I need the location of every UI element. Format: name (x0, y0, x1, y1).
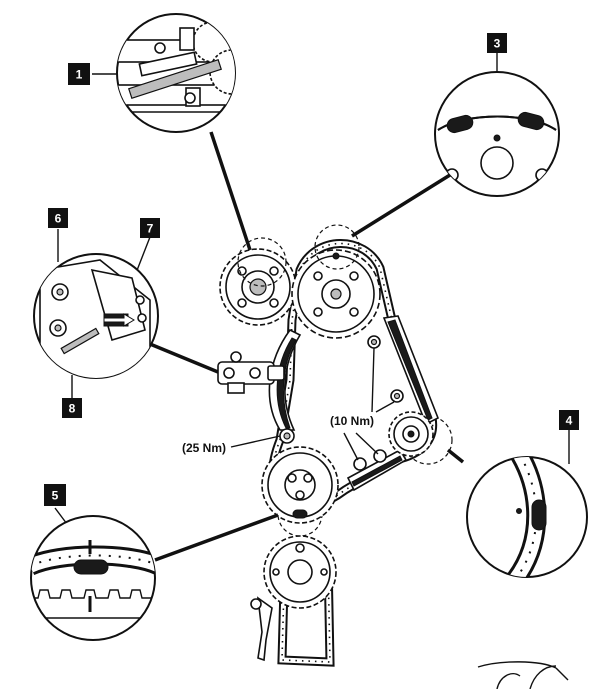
detail-3-exhaust-cam-mark (434, 71, 560, 197)
svg-text:4: 4 (566, 414, 573, 428)
exhaust-camshaft-sprocket (291, 249, 381, 339)
detail-1-camshaft-locking (116, 13, 236, 133)
callout-3: 3 (487, 33, 507, 53)
guide-rail (367, 315, 440, 426)
detail-marker-1 (237, 237, 287, 287)
tensioner-rail (268, 328, 302, 444)
svg-text:3: 3 (494, 37, 501, 51)
torque-label-guide-bolts: (10 Nm) (330, 414, 374, 428)
lower-guide-rail (346, 448, 408, 492)
callout-5: 5 (44, 484, 66, 506)
svg-text:5: 5 (52, 489, 59, 503)
callout-1: 1 (68, 63, 90, 85)
callout-7: 7 (140, 218, 160, 238)
oil-pump-sprocket (263, 535, 337, 609)
svg-text:7: 7 (147, 222, 154, 236)
callout-6: 6 (48, 208, 68, 228)
partial-component (477, 661, 569, 689)
callout-4: 4 (559, 410, 579, 430)
oil-pump-chain-tensioner (250, 596, 273, 662)
intake-camshaft-sprocket (219, 248, 297, 326)
detail-6-tensioner-locking (33, 253, 159, 379)
chain-tensioner (217, 351, 285, 394)
callout-8: 8 (62, 398, 82, 418)
main-assembly (217, 224, 569, 689)
detail-marker-3 (314, 224, 360, 270)
svg-text:6: 6 (55, 212, 62, 226)
pump-sprocket (388, 411, 434, 457)
svg-text:1: 1 (76, 68, 83, 82)
torque-label-tensioner-bolt: (25 Nm) (182, 441, 226, 455)
svg-text:8: 8 (69, 402, 76, 416)
detail-5-crankshaft-mark (30, 515, 156, 641)
crankshaft-sprocket (261, 446, 339, 524)
detail-4-pump-mark (466, 456, 588, 578)
leader-lines (54, 52, 570, 562)
